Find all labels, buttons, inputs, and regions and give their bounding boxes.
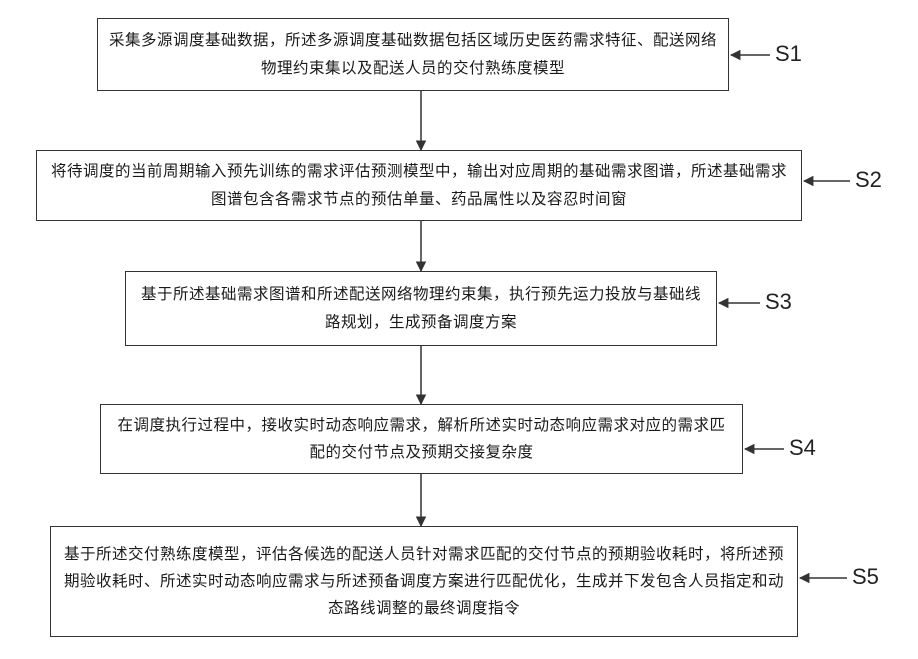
- step-text-s1: 采集多源调度基础数据，所述多源调度基础数据包括区域历史医药需求特征、配送网络物理…: [108, 27, 718, 81]
- step-text-s3: 基于所述基础需求图谱和所述配送网络物理约束集，执行预先运力投放与基础线路规划，生…: [136, 281, 706, 335]
- step-text-s4: 在调度执行过程中，接收实时动态响应需求，解析所述实时动态响应需求对应的需求匹配的…: [111, 412, 732, 466]
- step-box-s4: 在调度执行过程中，接收实时动态响应需求，解析所述实时动态响应需求对应的需求匹配的…: [100, 404, 743, 474]
- step-label-s4: S4: [789, 435, 816, 461]
- step-text-s5: 基于所述交付熟练度模型，评估各候选的配送人员针对需求匹配的交付节点的预期验收耗时…: [61, 541, 787, 622]
- step-label-s1: S1: [775, 41, 802, 67]
- step-box-s1: 采集多源调度基础数据，所述多源调度基础数据包括区域历史医药需求特征、配送网络物理…: [97, 18, 729, 91]
- step-box-s3: 基于所述基础需求图谱和所述配送网络物理约束集，执行预先运力投放与基础线路规划，生…: [125, 271, 717, 346]
- step-box-s2: 将待调度的当前周期输入预先训练的需求评估预测模型中，输出对应周期的基础需求图谱，…: [36, 150, 802, 221]
- step-text-s2: 将待调度的当前周期输入预先训练的需求评估预测模型中，输出对应周期的基础需求图谱，…: [47, 158, 791, 212]
- step-box-s5: 基于所述交付熟练度模型，评估各候选的配送人员针对需求匹配的交付节点的预期验收耗时…: [50, 526, 798, 637]
- step-label-s3: S3: [765, 289, 792, 315]
- step-label-s5: S5: [852, 564, 879, 590]
- step-label-s2: S2: [855, 167, 882, 193]
